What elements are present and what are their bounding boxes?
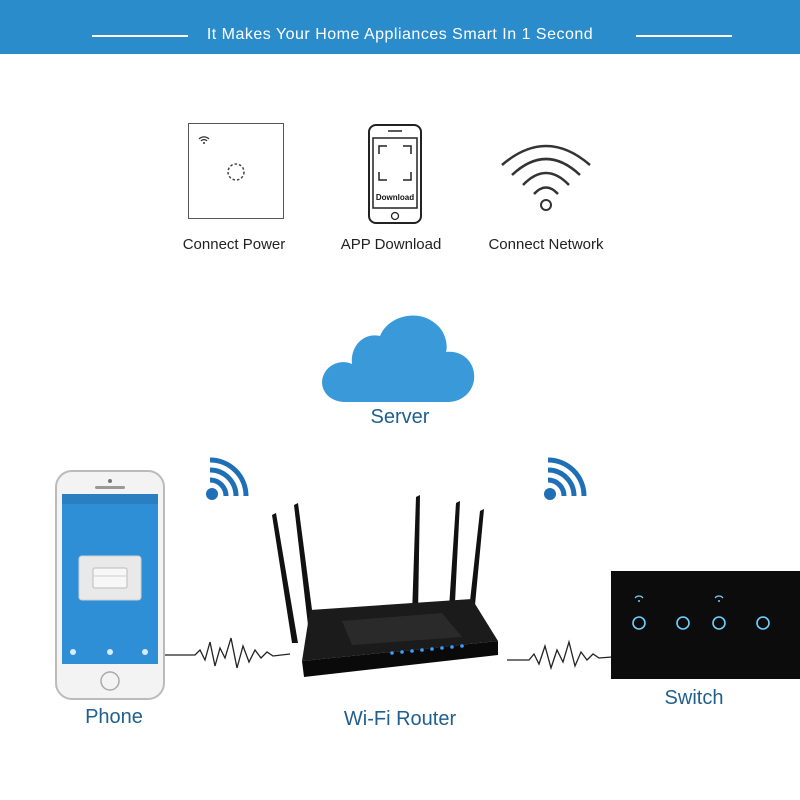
server-label: Server [370,406,430,428]
wifi-signal-right-icon [540,456,588,504]
switch-label: Switch [664,687,724,709]
download-screen-text: Download [375,193,415,202]
router-label: Wi-Fi Router [343,708,457,730]
banner-divider-left [92,35,188,37]
phone-device [55,470,165,700]
banner-title-wrap: It Makes Your Home Appliances Smart In 1… [0,26,800,44]
wall-switch-icon [188,123,284,219]
wifi-icon [498,135,594,213]
phone-download-icon [368,124,422,224]
banner-title: It Makes Your Home Appliances Smart In 1… [192,26,608,43]
step-connect-power-label: Connect Power [182,236,286,253]
wifi-signal-left-icon [202,456,250,504]
step-connect-network-label: Connect Network [488,236,604,253]
wifi-router-device [262,495,507,690]
banner-divider-right [636,35,732,37]
signal-wave-left [165,628,290,678]
smart-switch-device [611,571,800,679]
phone-label: Phone [85,706,143,728]
step-app-download-label: APP Download [340,236,442,253]
signal-wave-right [507,628,612,678]
cloud-icon [318,306,478,406]
